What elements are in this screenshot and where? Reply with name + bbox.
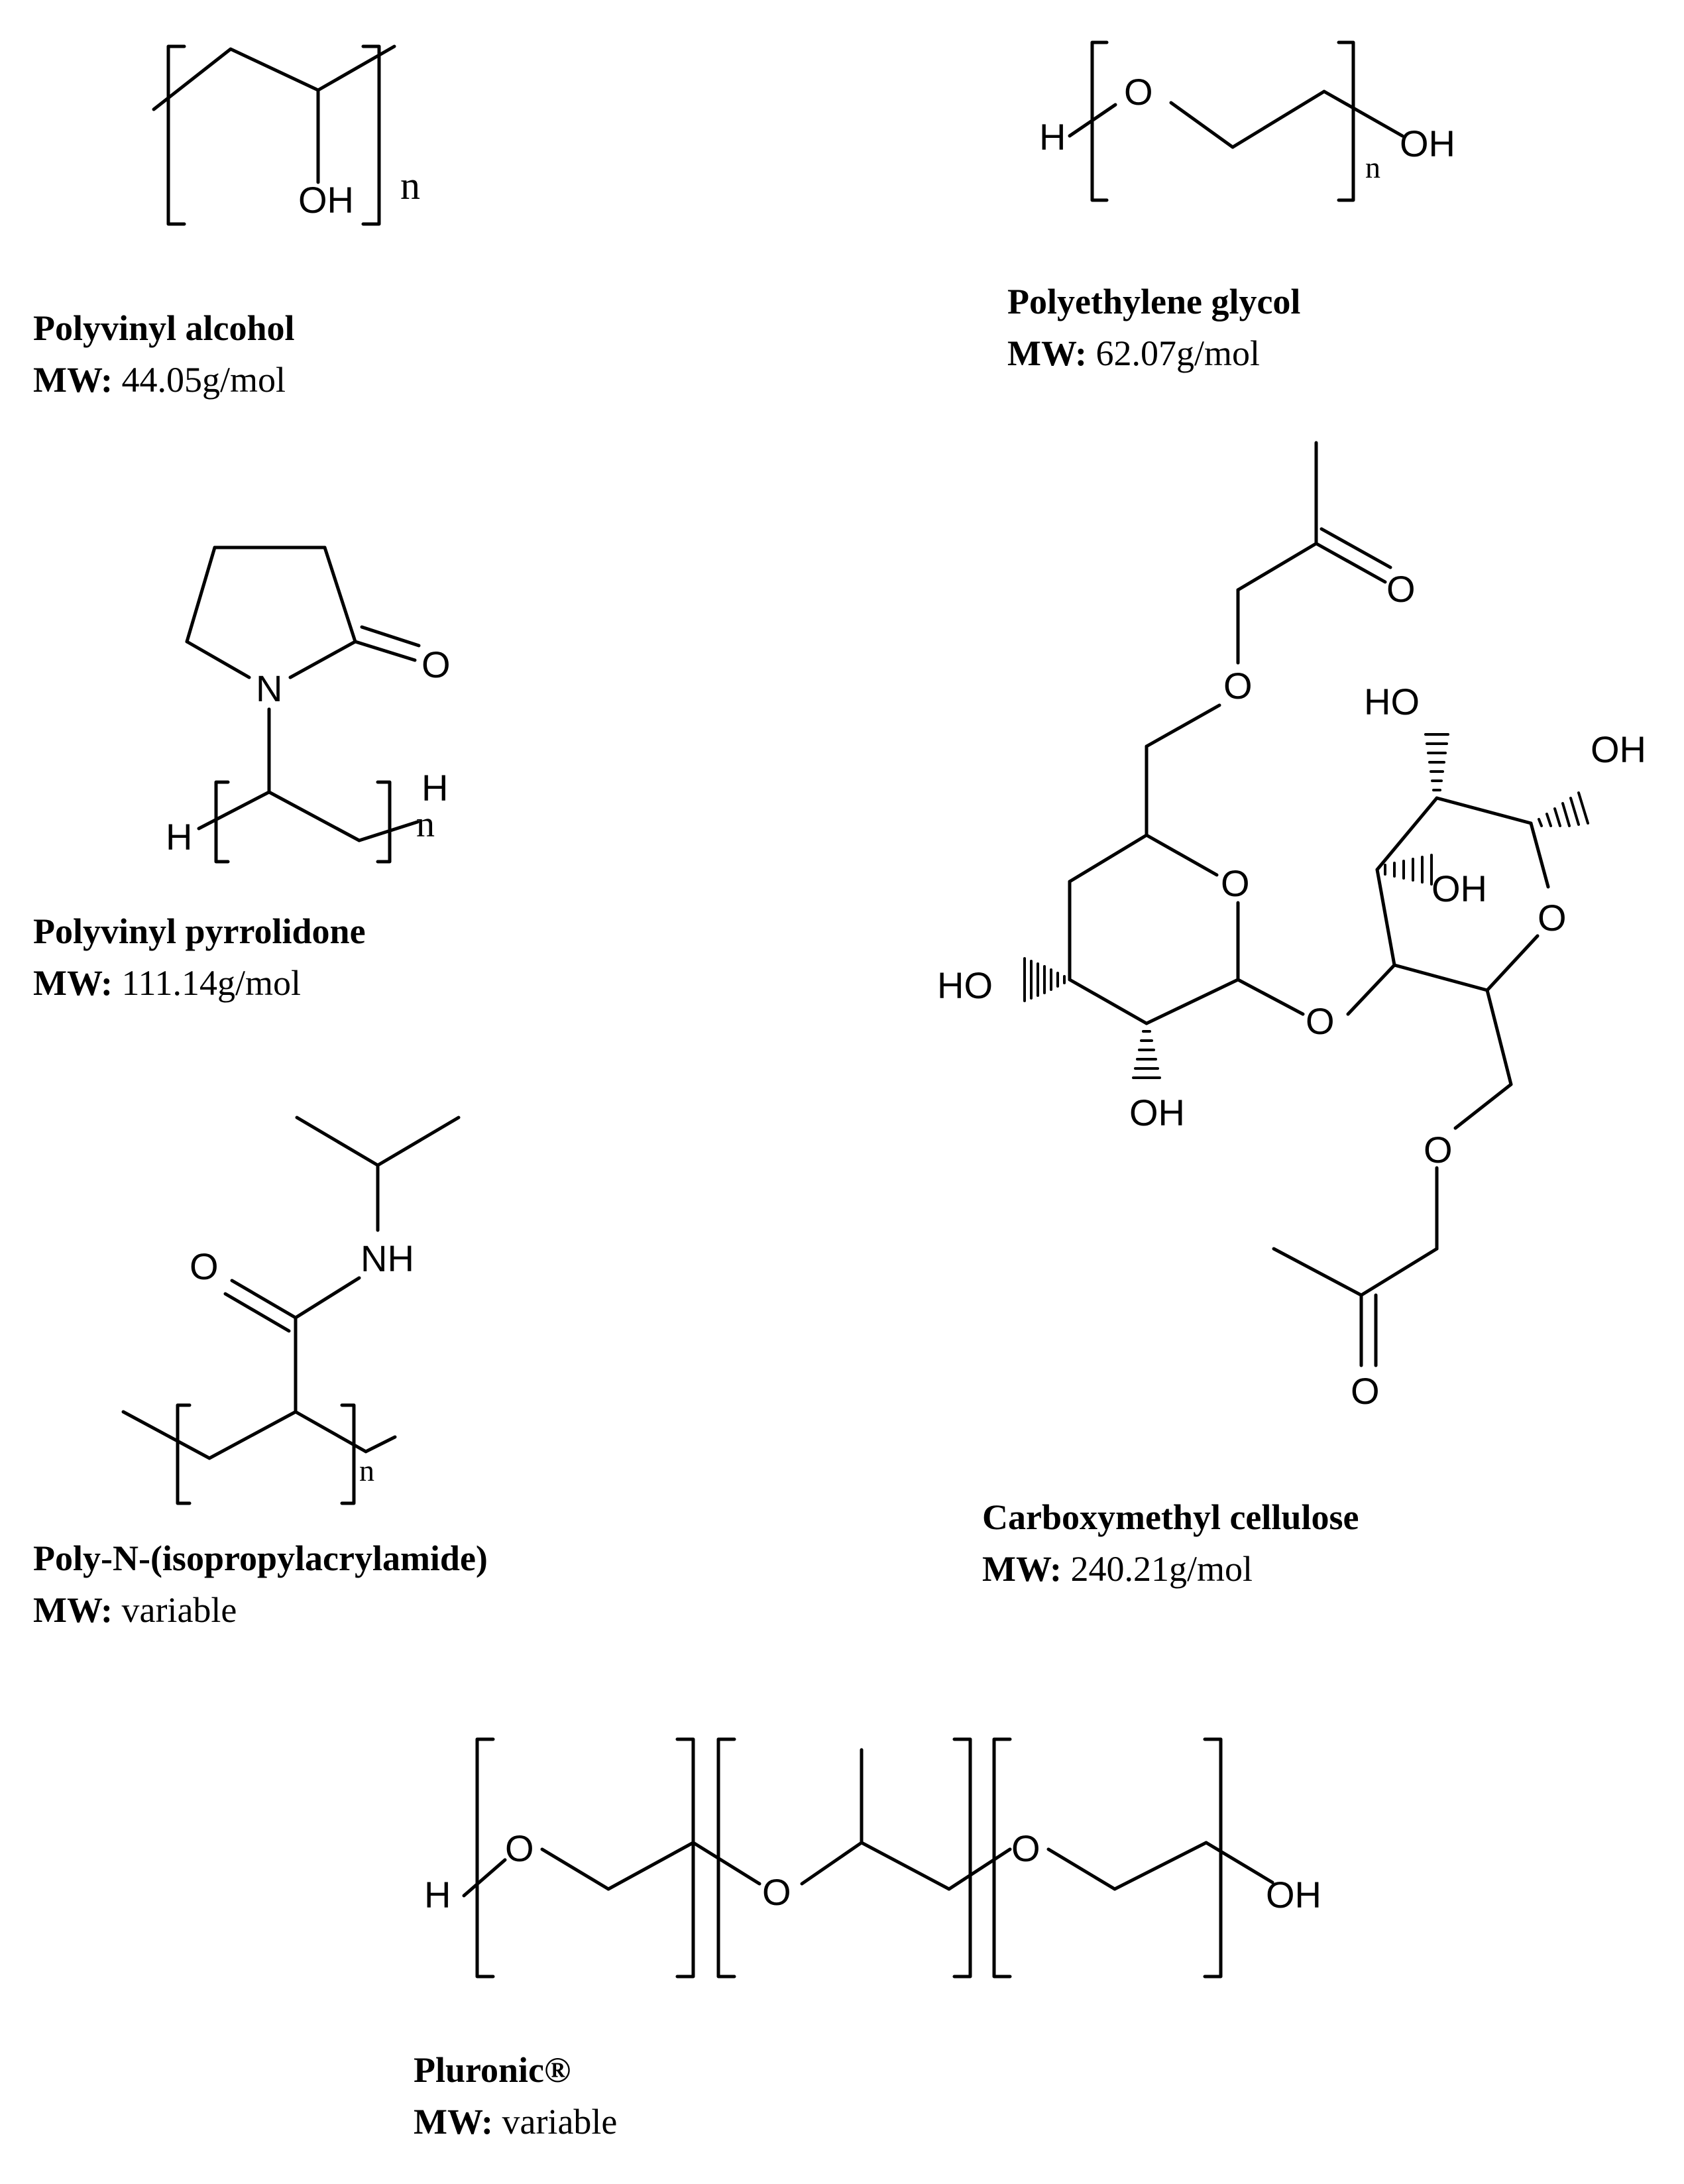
cmc-mid-oh: OH — [1431, 868, 1487, 909]
pluronic-o3-label: O — [1011, 1827, 1040, 1869]
cmc-caption: Carboxymethyl cellulose MW: 240.21g/mol — [982, 1491, 1359, 1595]
cmc-mw-value: 240.21g/mol — [1070, 1549, 1253, 1589]
pluronic-o1-label: O — [505, 1827, 534, 1869]
pluronic-caption: Pluronic® MW: variable — [414, 2044, 617, 2148]
pnipam-structure: O NH n — [121, 1116, 461, 1505]
cmc-structure: O O HO OH O OH O HO O OH O O — [937, 441, 1646, 1412]
peg-repeat-n: n — [1365, 150, 1380, 184]
pva-mw-value: 44.05g/mol — [121, 360, 286, 400]
pvp-caption: Polyvinyl pyrrolidone MW: 111.14g/mol — [33, 905, 366, 1009]
cmc-top-ether-o: O — [1223, 665, 1253, 707]
cmc-right-oh: OH — [1591, 728, 1646, 770]
pvp-ring-bonds — [185, 546, 421, 679]
pluronic-name: Pluronic® — [414, 2050, 571, 2090]
cmc-top-substituent-bonds — [1145, 441, 1392, 748]
pvp-h-left-label: H — [166, 816, 192, 858]
pvp-o-label: O — [421, 644, 451, 685]
cmc-left-ho: HO — [937, 964, 993, 1006]
pvp-h-right-label: H — [421, 767, 448, 809]
pva-name: Polyvinyl alcohol — [33, 308, 295, 348]
pvp-n-label: N — [256, 667, 282, 709]
pnipam-mw-label: MW: — [33, 1590, 113, 1630]
peg-mw-value: 62.07g/mol — [1095, 333, 1260, 373]
pluronic-oh-label: OH — [1266, 1874, 1321, 1916]
cmc-left-ring-bonds — [1068, 744, 1305, 1025]
pnipam-brackets — [176, 1403, 356, 1505]
peg-brackets — [1090, 40, 1355, 202]
pluronic-structure: H O O O OH — [424, 1737, 1321, 1979]
cmc-mw-label: MW: — [982, 1549, 1062, 1589]
pva-oh-label: OH — [298, 179, 354, 221]
cmc-right-ring-o: O — [1538, 897, 1567, 939]
cmc-bottom-ether-o: O — [1424, 1129, 1453, 1171]
pva-brackets — [166, 44, 381, 226]
peg-bonds — [1068, 89, 1404, 149]
cmc-right-ring-hashed-bonds — [1384, 733, 1589, 886]
peg-caption: Polyethylene glycol MW: 62.07g/mol — [1007, 276, 1300, 379]
pnipam-bonds — [121, 1116, 461, 1460]
pvp-mw-label: MW: — [33, 963, 113, 1003]
pnipam-caption: Poly-N-(isopropylacrylamide) MW: variabl… — [33, 1532, 488, 1636]
pvp-name: Polyvinyl pyrrolidone — [33, 911, 366, 951]
peg-h-label: H — [1039, 116, 1066, 158]
cmc-bottom-oh: OH — [1129, 1092, 1185, 1133]
pva-repeat-n: n — [400, 164, 420, 207]
pluronic-mw-value: variable — [502, 2102, 618, 2142]
pluronic-brackets — [475, 1737, 1223, 1979]
pnipam-name: Poly-N-(isopropylacrylamide) — [33, 1538, 488, 1578]
pluronic-mw-label: MW: — [414, 2102, 493, 2142]
pnipam-repeat-n: n — [359, 1454, 374, 1487]
pvp-mw-value: 111.14g/mol — [121, 963, 301, 1003]
cmc-top-ketone-o: O — [1386, 568, 1416, 610]
cmc-glycosidic-o: O — [1306, 1000, 1335, 1042]
pva-bonds — [152, 44, 396, 184]
peg-mw-label: MW: — [1007, 333, 1087, 373]
cmc-name: Carboxymethyl cellulose — [982, 1497, 1359, 1537]
pnipam-mw-value: variable — [121, 1590, 237, 1630]
peg-structure: H O OH n — [1039, 40, 1455, 202]
pvp-chain-bonds — [197, 707, 420, 842]
pluronic-bonds — [462, 1748, 1274, 1898]
cmc-bottom-ketone-o: O — [1351, 1370, 1380, 1412]
pluronic-o2-label: O — [762, 1871, 791, 1913]
pva-mw-label: MW: — [33, 360, 113, 400]
cmc-left-ring-hashed-bonds — [1023, 957, 1161, 1079]
pva-structure: OH n — [152, 44, 420, 226]
cmc-left-ring-o: O — [1221, 862, 1250, 904]
peg-name: Polyethylene glycol — [1007, 282, 1301, 321]
pvp-brackets — [214, 780, 392, 864]
pvp-structure: N O H H n — [166, 546, 451, 864]
pva-caption: Polyvinyl alcohol MW: 44.05g/mol — [33, 302, 295, 406]
cmc-right-ring-bonds — [1272, 796, 1550, 1367]
cmc-top-ho: HO — [1364, 681, 1420, 722]
pnipam-nh-label: NH — [361, 1237, 414, 1279]
pnipam-o-label: O — [190, 1245, 219, 1287]
peg-o-label: O — [1124, 71, 1153, 113]
pluronic-h-label: H — [424, 1874, 451, 1916]
pvp-repeat-n: n — [416, 804, 435, 845]
peg-oh-label: OH — [1400, 123, 1455, 164]
